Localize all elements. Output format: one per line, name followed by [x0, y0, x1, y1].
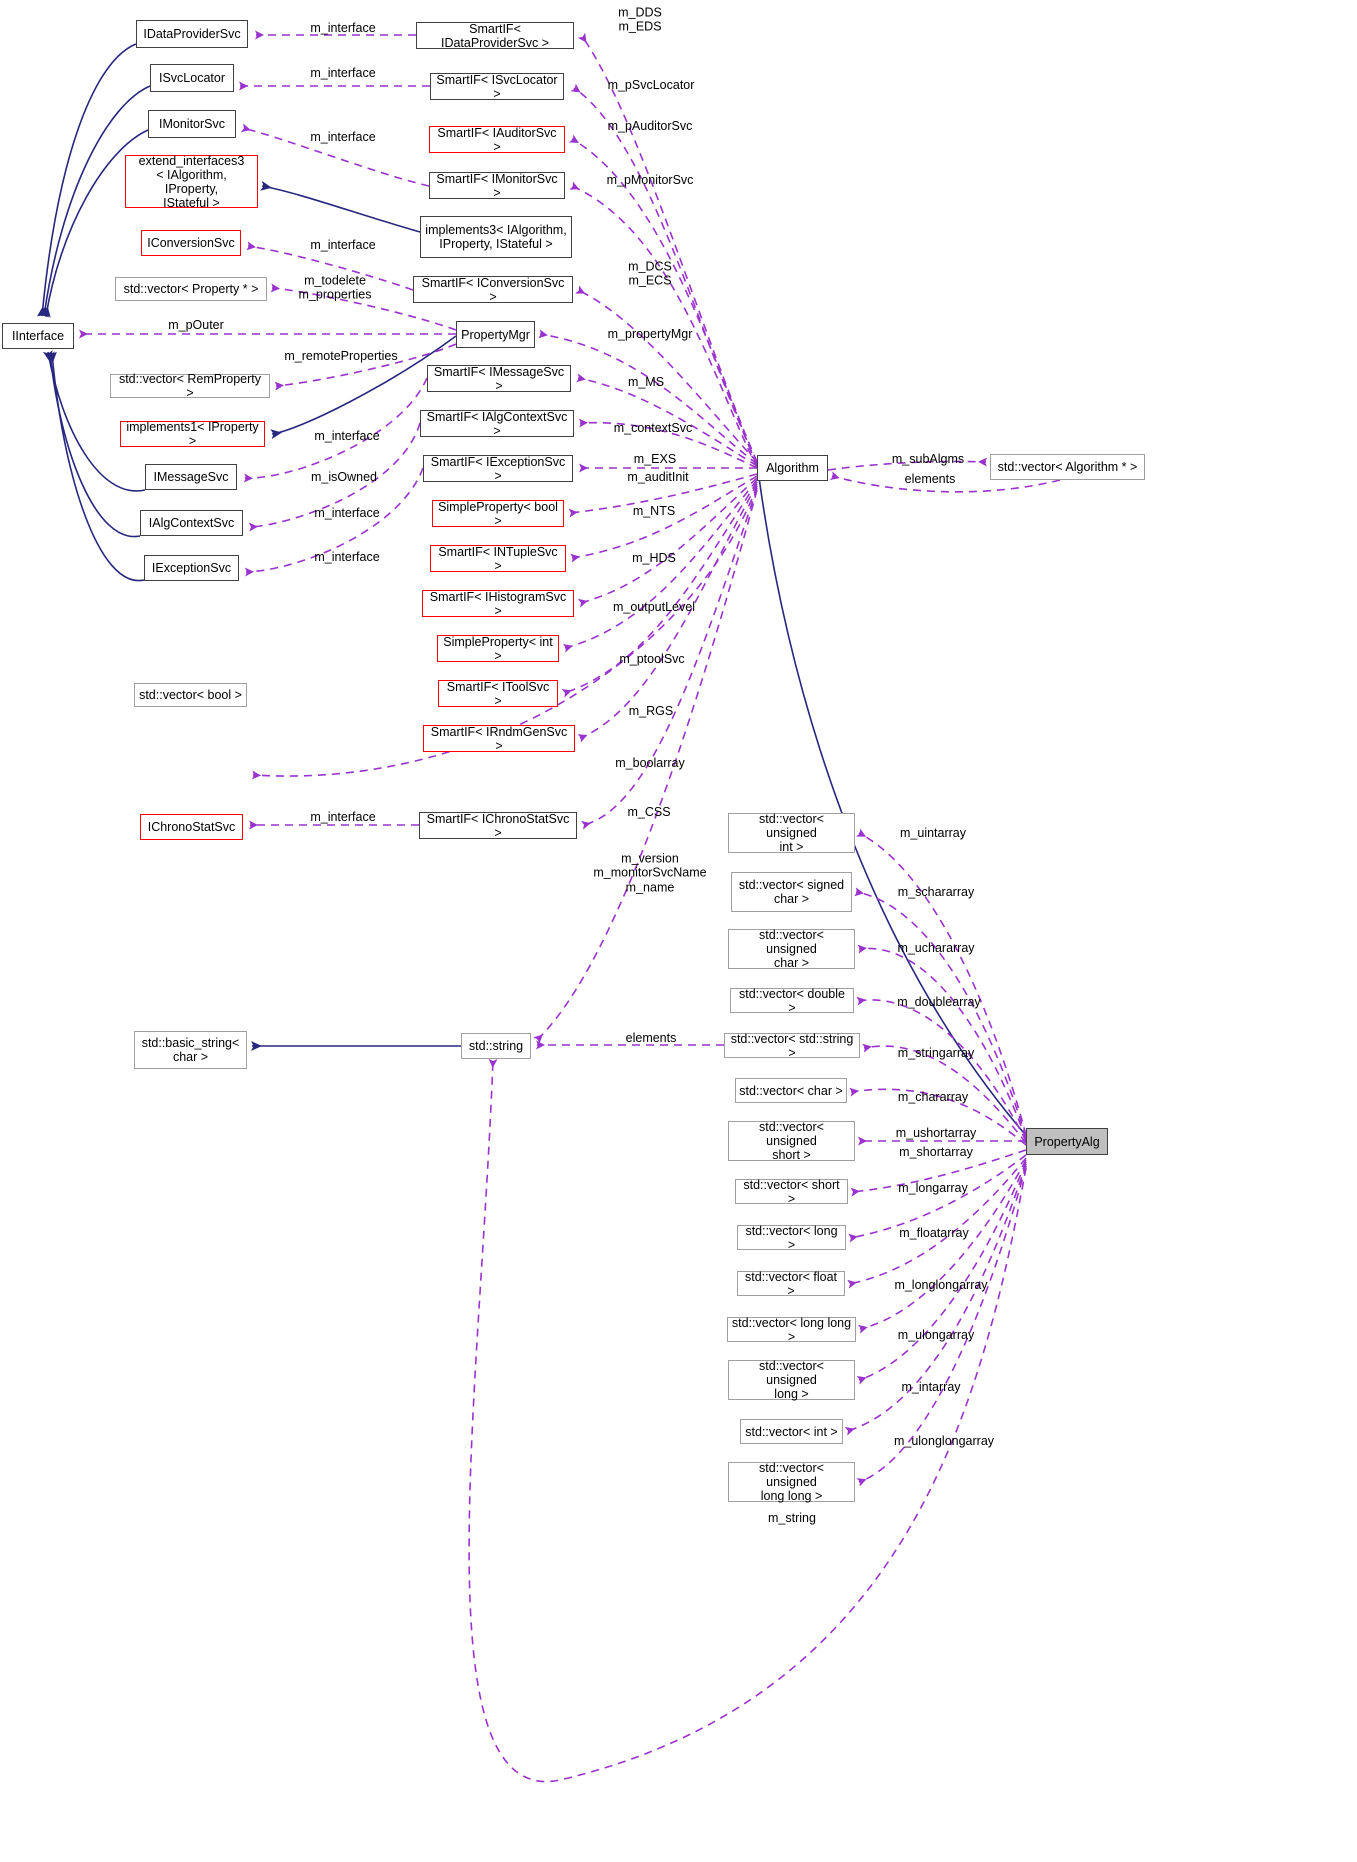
edge-label-m-remoteproperties: m_remoteProperties	[284, 348, 398, 363]
edge-label-m-contextsvc: m_contextSvc	[613, 420, 693, 435]
edge-label-m-chararray: m_chararray	[897, 1089, 969, 1104]
edge-label-m-interface-3: m_interface	[310, 129, 376, 144]
node-imonitorsvc[interactable]: IMonitorSvc	[148, 110, 236, 138]
node-vector-signed-char[interactable]: std::vector< signed char >	[731, 872, 852, 912]
node-vector-algorithm-ptr[interactable]: std::vector< Algorithm * >	[990, 454, 1145, 480]
node-smartif-idataprovidersvc[interactable]: SmartIF< IDataProviderSvc >	[416, 22, 574, 50]
edge-label-m-ptoolsvc: m_ptoolSvc	[619, 651, 685, 666]
node-implements1-iproperty[interactable]: implements1< IProperty >	[120, 420, 265, 448]
node-iconversionsvc[interactable]: IConversionSvc	[141, 230, 241, 256]
node-ichronostatsvc[interactable]: IChronoStatSvc	[140, 814, 243, 840]
node-propertyalg[interactable]: PropertyAlg	[1026, 1128, 1108, 1155]
node-vector-remproperty[interactable]: std::vector< RemProperty >	[110, 372, 270, 400]
node-vector-long[interactable]: std::vector< long >	[737, 1224, 846, 1252]
edge-label-m-interface-5: m_interface	[314, 428, 380, 443]
edge-label-m-doublearray: m_doublearray	[897, 994, 981, 1009]
node-smartif-irndmgensvc[interactable]: SmartIF< IRndmGenSvc >	[423, 725, 575, 753]
edge-label-m-subalgms: m_subAlgms	[891, 451, 965, 466]
edge-label-m-ulongarray: m_ulongarray	[897, 1327, 975, 1342]
edge-label-m-todelete: m_todelete m_properties	[298, 273, 372, 302]
edge-label-m-pauditorsvc: m_pAuditorSvc	[607, 118, 693, 133]
node-idataprovidersvc[interactable]: IDataProviderSvc	[136, 20, 248, 48]
node-vector-short[interactable]: std::vector< short >	[735, 1178, 848, 1206]
edge-label-m-interface-2: m_interface	[310, 65, 376, 80]
edge-label-m-dcs-ecs: m_DCS m_ECS	[628, 259, 672, 288]
node-vector-unsigned-short[interactable]: std::vector< unsigned short >	[728, 1120, 855, 1162]
edge-label-m-intarray: m_intarray	[901, 1379, 961, 1394]
node-basic-string-char[interactable]: std::basic_string< char >	[134, 1031, 247, 1069]
node-simpleproperty-bool[interactable]: SimpleProperty< bool >	[432, 500, 564, 528]
node-ialgcontextsvc[interactable]: IAlgContextSvc	[140, 510, 243, 536]
node-algorithm[interactable]: Algorithm	[757, 455, 828, 481]
node-smartif-itoolsvc[interactable]: SmartIF< IToolSvc >	[438, 680, 558, 708]
node-vector-double[interactable]: std::vector< double >	[730, 987, 854, 1015]
edge-label-m-psvclocator: m_pSvcLocator	[607, 77, 695, 92]
node-vector-std-string[interactable]: std::vector< std::string >	[724, 1032, 860, 1060]
edge-label-m-longlongarray: m_longlongarray	[894, 1277, 988, 1292]
edge-label-m-nts: m_NTS	[632, 503, 676, 518]
edge-label-m-interface-6: m_interface	[314, 505, 380, 520]
node-iexceptionsvc[interactable]: IExceptionSvc	[144, 555, 239, 581]
edge-label-m-hds: m_HDS	[632, 550, 676, 565]
edge-label-m-longarray: m_longarray	[898, 1180, 968, 1195]
node-vector-float[interactable]: std::vector< float >	[737, 1270, 845, 1298]
node-smartif-isvclocator[interactable]: SmartIF< ISvcLocator >	[430, 73, 564, 101]
edge-label-m-interface-chrono: m_interface	[310, 809, 376, 824]
node-smartif-intuplesvc[interactable]: SmartIF< INTupleSvc >	[430, 545, 566, 573]
edge-label-m-interface-7: m_interface	[314, 549, 380, 564]
edge-label-m-propertymgr: m_propertyMgr	[607, 326, 693, 341]
edge-label-m-schararray: m_schararray	[897, 884, 975, 899]
node-vector-int[interactable]: std::vector< int >	[740, 1419, 843, 1444]
node-smartif-iexceptionsvc[interactable]: SmartIF< IExceptionSvc >	[423, 455, 573, 483]
node-implements3[interactable]: implements3< IAlgorithm, IProperty, ISta…	[420, 216, 572, 258]
node-vector-bool[interactable]: std::vector< bool >	[134, 683, 247, 707]
node-vector-unsigned-long-long[interactable]: std::vector< unsigned long long >	[728, 1461, 855, 1503]
edge-label-m-ushortarray: m_ushortarray	[895, 1125, 977, 1140]
edge-label-m-shortarray: m_shortarray	[899, 1144, 973, 1159]
node-vector-property-ptr[interactable]: std::vector< Property * >	[115, 277, 267, 301]
edge-label-m-auditinit: m_auditInit	[627, 469, 689, 484]
edge-label-m-stringarray: m_stringarray	[897, 1045, 975, 1060]
edge-label-m-floatarray: m_floatarray	[899, 1225, 969, 1240]
edge-label-m-outputlevel: m_outputLevel	[612, 599, 696, 614]
edge-label-elements-algorithm: elements	[904, 471, 956, 486]
node-smartif-imessagesvc[interactable]: SmartIF< IMessageSvc >	[427, 365, 571, 393]
edge-label-m-version-group: m_version m_monitorSvcName m_name	[593, 851, 707, 895]
node-propertymgr[interactable]: PropertyMgr	[456, 321, 535, 348]
edge-label-m-exs: m_EXS	[633, 451, 677, 466]
node-extend-interfaces3[interactable]: extend_interfaces3 < IAlgorithm, IProper…	[125, 154, 258, 210]
node-isvclocator[interactable]: ISvcLocator	[150, 64, 234, 92]
edge-label-m-uchararray: m_uchararray	[897, 940, 975, 955]
edge-label-m-string: m_string	[768, 1510, 816, 1525]
node-vector-unsigned-int[interactable]: std::vector< unsigned int >	[728, 812, 855, 854]
node-smartif-iauditorsvc[interactable]: SmartIF< IAuditorSvc >	[429, 126, 565, 154]
node-vector-long-long[interactable]: std::vector< long long >	[727, 1316, 856, 1344]
node-smartif-imonitorsvc[interactable]: SmartIF< IMonitorSvc >	[429, 172, 565, 200]
node-smartif-ihistogramsvc[interactable]: SmartIF< IHistogramSvc >	[422, 590, 574, 618]
edge-label-m-rgs: m_RGS	[628, 703, 674, 718]
node-smartif-ialgcontextsvc[interactable]: SmartIF< IAlgContextSvc >	[420, 410, 574, 438]
edge-label-m-ms: m_MS	[627, 374, 665, 389]
edge-label-m-isowned: m_isOwned	[311, 469, 377, 484]
node-simpleproperty-int[interactable]: SimpleProperty< int >	[437, 635, 559, 663]
edge-label-elements-string: elements	[625, 1030, 677, 1045]
edge-label-m-interface-1: m_interface	[310, 20, 376, 35]
node-vector-unsigned-char[interactable]: std::vector< unsigned char >	[728, 928, 855, 970]
edge-label-m-interface-4: m_interface	[310, 237, 376, 252]
node-vector-char[interactable]: std::vector< char >	[735, 1078, 847, 1103]
edge-label-m-pmonitorsvc: m_pMonitorSvc	[606, 172, 694, 187]
node-smartif-ichronostatsvc[interactable]: SmartIF< IChronoStatSvc >	[419, 812, 577, 840]
node-imessagesvc[interactable]: IMessageSvc	[145, 464, 237, 490]
node-iinterface[interactable]: IInterface	[2, 323, 74, 349]
node-std-string[interactable]: std::string	[461, 1033, 531, 1059]
edge-label-m-uintarray: m_uintarray	[900, 825, 966, 840]
node-smartif-iconversionsvc[interactable]: SmartIF< IConversionSvc >	[413, 276, 573, 304]
edge-label-m-dds-eds: m_DDS m_EDS	[618, 5, 662, 34]
edge-label-m-pouter: m_pOuter	[168, 317, 224, 332]
node-vector-unsigned-long[interactable]: std::vector< unsigned long >	[728, 1359, 855, 1401]
edge-label-m-boolarray: m_boolarray	[615, 755, 685, 770]
edge-label-m-ulonglongarray: m_ulonglongarray	[893, 1433, 995, 1448]
edge-label-m-css: m_CSS	[627, 804, 671, 819]
